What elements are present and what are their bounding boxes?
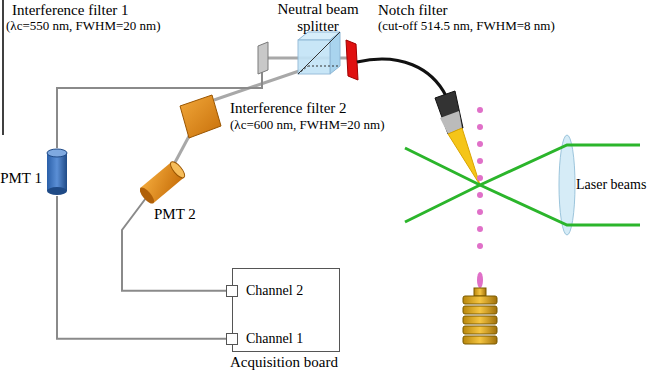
notch-filter [346,40,358,80]
photomultiplier-tube: PMT 1 [46,148,68,196]
acquisition-board: Acquisition boardChannel 2Channel 1 [232,268,340,352]
signal-cable [122,198,226,291]
droplet-generator [463,288,497,344]
pmt-label: PMT 1 [0,170,42,187]
connector-port [226,333,238,345]
interference-filter-1 [258,42,268,74]
channel-label: Channel 2 [246,283,303,298]
collection-optics [435,91,463,134]
optical-fiber [357,59,446,96]
connector-port [226,285,238,297]
droplet-stream [477,107,483,249]
board-label: Acquisition board [230,354,338,371]
photomultiplier-tube: PMT 2 [140,160,186,204]
droplet-stream [477,272,483,288]
part-label: (λc=550 nm, FWHM=20 nm) [6,19,161,33]
pmt-label: PMT 2 [154,206,196,223]
part-label: Notch filter [378,2,448,19]
input-channel: Channel 1 [226,331,303,346]
beam-splitter-cube [298,32,340,74]
pmt-symbol [46,148,68,196]
signal-cable [57,196,226,339]
part-label: Laser beams [576,177,646,192]
frame-line [2,0,4,135]
part-label: (λc=600 nm, FWHM=20 nm) [228,118,387,132]
part-label: Interference filter 1 [12,2,129,19]
part-label: Interference filter 2 [228,100,349,117]
focusing-lens [559,135,575,235]
interference-filter-2 [180,95,221,138]
channel-label: Channel 1 [246,331,303,346]
part-label: (cut-off 514.5 nm, FWHM=8 nm) [378,19,555,33]
pmt-symbol [140,160,186,204]
input-channel: Channel 2 [226,283,303,298]
part-label: Neutral beam splitter [262,1,374,34]
